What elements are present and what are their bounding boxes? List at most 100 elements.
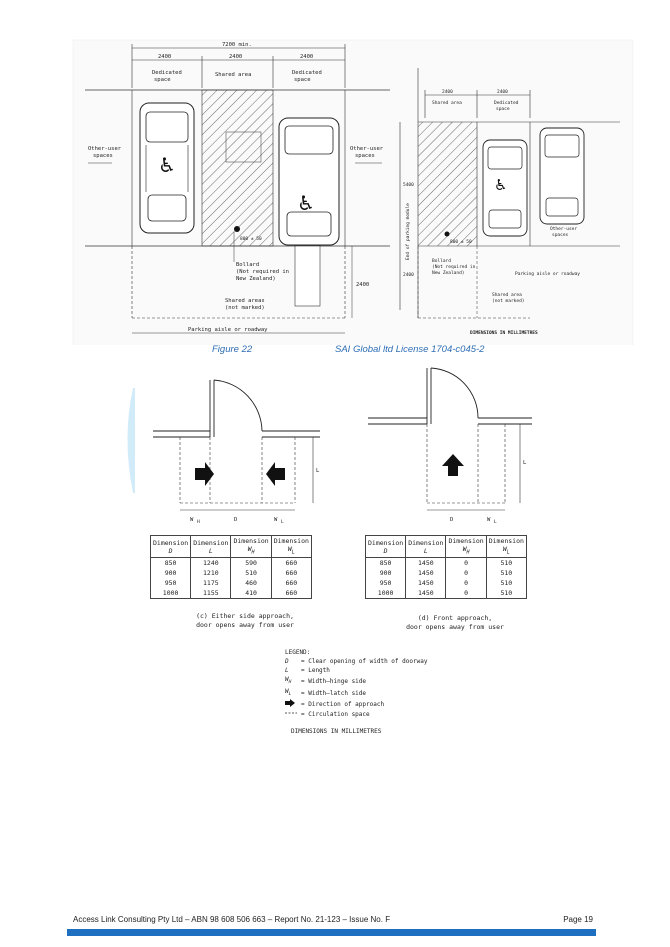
table-cell: 1450 bbox=[405, 557, 447, 569]
door-diagrams: W H D W L L D W L L bbox=[127, 367, 532, 525]
side-car-1 bbox=[482, 139, 528, 237]
label-bollard-2: (Not required in bbox=[236, 269, 289, 275]
table-d-caption-line1: (d) Front approach, bbox=[417, 614, 493, 622]
wheelchair-icon: ♿ bbox=[494, 176, 507, 194]
table-d-caption: (d) Front approach, door opens away from… bbox=[385, 614, 525, 632]
table-cell: 850 bbox=[364, 557, 407, 569]
table-c-caption: (c) Either side approach, door opens awa… bbox=[175, 612, 315, 630]
label-other-user-right-1: Other-user bbox=[350, 146, 384, 152]
legend-text: = Width—hinge side bbox=[301, 677, 367, 685]
license-caption: SAI Global ltd License 1704-c045-2 bbox=[335, 344, 485, 355]
diagram-c-d: D bbox=[234, 517, 237, 523]
label-shared-area: Shared area bbox=[215, 72, 251, 78]
legend-item: WL = Width—latch side bbox=[285, 687, 427, 699]
table-cell: 950 bbox=[364, 578, 407, 589]
table-cell: 1155 bbox=[190, 588, 232, 600]
footer-bar bbox=[67, 929, 596, 936]
label-shared-unmarked-2: (not marked) bbox=[225, 305, 265, 311]
bollard-marker bbox=[444, 231, 450, 237]
legend-text: = Length bbox=[301, 667, 330, 674]
footer-company: Access Link Consulting Pty Ltd – ABN 98 … bbox=[73, 915, 391, 924]
label-other-user-left-2: spaces bbox=[93, 153, 113, 159]
table-cell: 850 bbox=[149, 557, 192, 569]
table-cell: 460 bbox=[230, 578, 272, 589]
label-bollard-1: Bollard bbox=[236, 262, 259, 268]
label-bollard-dim: 800 ± 50 bbox=[240, 236, 262, 242]
side-bollard-2: (Not required in bbox=[432, 264, 476, 270]
bollard-marker bbox=[234, 226, 240, 232]
table-cell: 0 bbox=[445, 578, 487, 589]
table-cell: 660 bbox=[270, 557, 312, 569]
table-cell: 510 bbox=[230, 568, 272, 579]
side-dedicated-2: space bbox=[496, 107, 510, 112]
table-cell: 590 bbox=[230, 557, 272, 569]
arrow-right-icon bbox=[285, 699, 301, 710]
page-footer: Access Link Consulting Pty Ltd – ABN 98 … bbox=[73, 915, 593, 924]
label-bollard-3: New Zealand) bbox=[236, 276, 276, 282]
side-dim1: 2400 bbox=[442, 89, 453, 95]
table-cell: 1000 bbox=[149, 588, 192, 600]
diagram-d-wl-sub: L bbox=[494, 519, 497, 525]
table-cell: 950 bbox=[149, 578, 192, 589]
table-cell: 1450 bbox=[405, 578, 447, 589]
legend-text: = Circulation space bbox=[301, 711, 370, 719]
label-other-user-right-2: spaces bbox=[355, 153, 375, 159]
dashed-line-icon bbox=[285, 710, 301, 719]
side-v5400: 5400 bbox=[403, 182, 414, 188]
side-units: DIMENSIONS IN MILLIMETRES bbox=[470, 330, 538, 336]
side-shared-unmarked-1: Shared area bbox=[492, 292, 522, 298]
legend-units: DIMENSIONS IN MILLIMETRES bbox=[291, 728, 382, 736]
dim-overall: 7200 min. bbox=[222, 42, 252, 48]
label-other-user-left-1: Other-user bbox=[88, 146, 122, 152]
table-cell: 0 bbox=[445, 557, 487, 569]
blue-edge-mark bbox=[127, 388, 135, 493]
legend-symbol: L bbox=[285, 667, 289, 674]
table-cell: 410 bbox=[230, 588, 272, 600]
table-cell: 510 bbox=[485, 588, 527, 600]
side-other-user-1: Other-user bbox=[550, 226, 577, 232]
table-cell: 1175 bbox=[190, 578, 232, 589]
diagram-c-l: L bbox=[316, 468, 320, 474]
legend-item: D= Clear opening of width of doorway bbox=[285, 657, 427, 666]
footer-page-number: Page 19 bbox=[563, 915, 593, 924]
legend-text: = Width—latch side bbox=[301, 689, 367, 697]
legend-text: = Clear opening of width of doorway bbox=[301, 658, 428, 665]
side-bollard-1: Bollard bbox=[432, 258, 451, 264]
parking-figure: 7200 min. 2400 2400 2400 Dedicated space… bbox=[72, 39, 634, 345]
side-car-2 bbox=[539, 127, 585, 225]
side-dim2: 2400 bbox=[497, 89, 508, 95]
side-parking-aisle: Parking aisle or roadway bbox=[515, 271, 580, 277]
label-shared-unmarked-1: Shared areas bbox=[225, 298, 265, 304]
label-dedicated-left-1: Dedicated bbox=[152, 70, 182, 76]
legend: LEGEND: D= Clear opening of width of doo… bbox=[285, 648, 427, 736]
table-d-caption-line2: door opens away from user bbox=[406, 623, 504, 631]
legend-item: = Direction of approach bbox=[285, 699, 427, 710]
wheelchair-icon: ♿ bbox=[297, 191, 315, 215]
legend-symbol: WL bbox=[285, 688, 292, 698]
diagram-c-wl-sub: L bbox=[281, 519, 284, 525]
side-other-user-2: spaces bbox=[552, 233, 569, 238]
table-cell: 0 bbox=[445, 568, 487, 579]
table-cell: 1450 bbox=[405, 588, 447, 600]
arrow-left-icon bbox=[266, 462, 285, 486]
side-bollard-dim: 800 ± 50 bbox=[450, 239, 472, 245]
legend-item: L = Length bbox=[285, 666, 427, 675]
label-dim-2400: 2400 bbox=[356, 282, 369, 288]
label-dedicated-right-1: Dedicated bbox=[292, 70, 322, 76]
table-cell: 660 bbox=[270, 568, 312, 579]
side-dedicated-1: Dedicated bbox=[494, 100, 519, 106]
table-cell: 1240 bbox=[190, 557, 232, 569]
